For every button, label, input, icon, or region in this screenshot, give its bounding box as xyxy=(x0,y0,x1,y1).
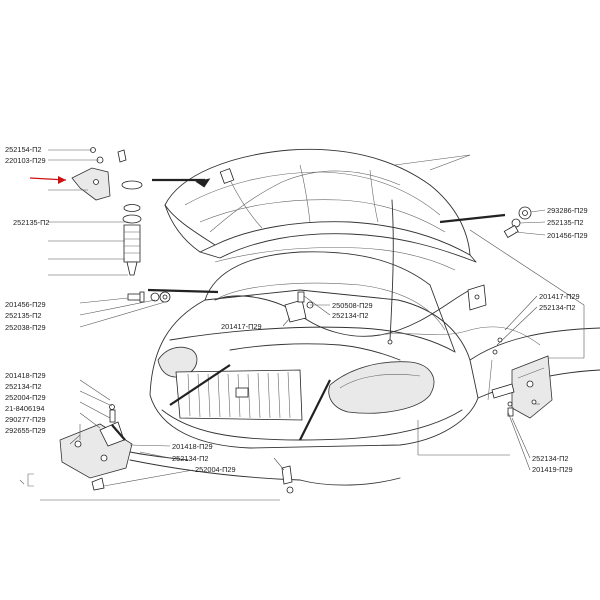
part-label: 292655-П29 xyxy=(5,426,46,435)
hood-prop-rod xyxy=(387,199,394,345)
callout-pointers xyxy=(111,178,506,441)
hood-latch-lower xyxy=(19,404,294,494)
hood-bump-stop-assembly xyxy=(71,147,143,276)
hood-panel xyxy=(164,148,477,271)
part-label: 252154-П2 xyxy=(5,145,42,154)
part-label: 201456-П29 xyxy=(547,231,588,240)
part-label: 293286-П29 xyxy=(547,206,588,215)
part-label: 201418-П29 xyxy=(172,442,213,451)
part-label: 252038-П29 xyxy=(5,323,46,332)
part-label: 220103-П29 xyxy=(5,156,46,165)
part-label: 252135-П2 xyxy=(13,218,50,227)
part-label: 250508-П29 xyxy=(332,301,373,310)
part-label: 252004-П29 xyxy=(195,465,236,474)
part-label: 252134-П2 xyxy=(5,382,42,391)
latch-bracket-right xyxy=(487,337,553,419)
part-label: 252134-П2 xyxy=(539,303,576,312)
leader-lines xyxy=(40,149,585,501)
part-label: 252004-П29 xyxy=(5,393,46,402)
part-label: 201456-П29 xyxy=(5,300,46,309)
part-label: 252135-П2 xyxy=(5,311,42,320)
bolt-group-upper-right xyxy=(503,206,532,239)
part-label: 252135-П2 xyxy=(547,218,584,227)
radiator-grille xyxy=(175,369,303,421)
center-hinge-bracket xyxy=(284,291,314,323)
part-label: 252134-П2 xyxy=(172,454,209,463)
part-label: 201417-П29 xyxy=(539,292,580,301)
part-label: 252134-П2 xyxy=(332,311,369,320)
car-body xyxy=(149,251,600,449)
red-pointer-arrow xyxy=(29,176,67,184)
part-label: 290277-П29 xyxy=(5,415,46,424)
part-labels: 252154-П2 220103-П29 252135-П2 201456-П2… xyxy=(5,145,588,474)
part-label: 201418-П29 xyxy=(5,371,46,380)
hood-release-cable xyxy=(129,289,541,486)
part-label: 201419-П29 xyxy=(532,465,573,474)
part-label: 201417-П29 xyxy=(221,322,262,331)
bolt-group-left xyxy=(127,291,171,303)
hood-hinge-right xyxy=(467,284,487,311)
part-label: 21-8406194 xyxy=(5,404,44,413)
part-label: 252134-П2 xyxy=(532,454,569,463)
